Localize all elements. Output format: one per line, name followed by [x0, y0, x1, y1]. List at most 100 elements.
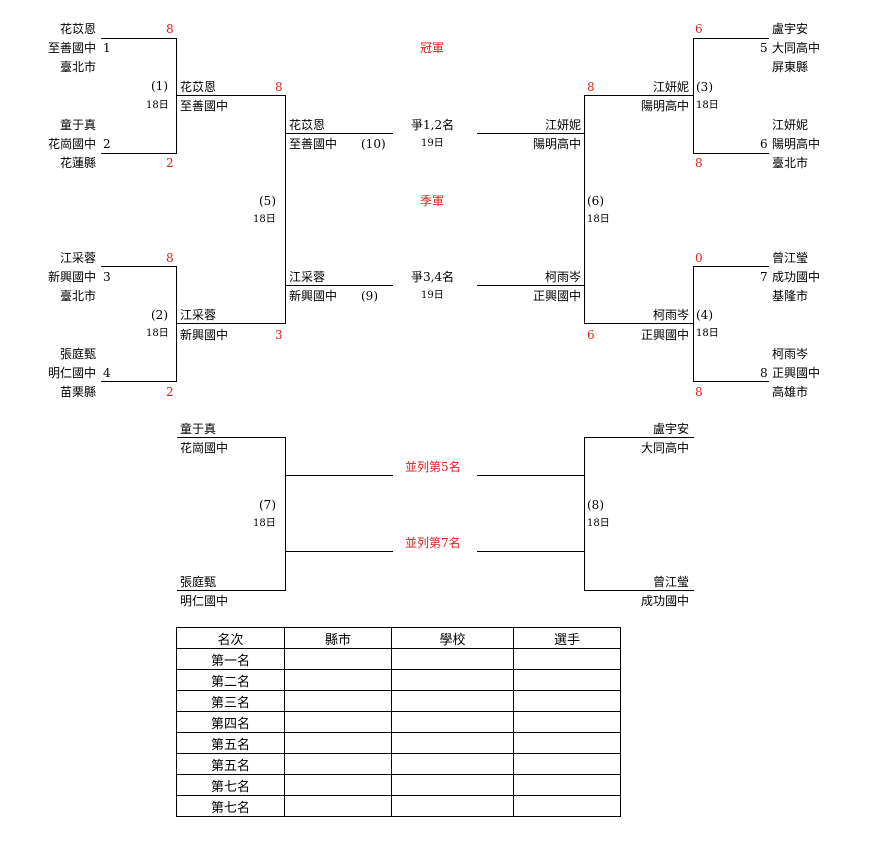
match-7-number: (7) — [259, 498, 276, 512]
school-cell[interactable] — [391, 753, 514, 775]
champion-label: 冠軍 — [420, 41, 445, 55]
player-cell[interactable] — [513, 774, 621, 796]
school-cell[interactable] — [391, 669, 514, 691]
match-4-date: 18日 — [696, 328, 719, 339]
player-cell[interactable] — [513, 795, 621, 817]
bracket-line — [286, 551, 393, 552]
school-cell[interactable] — [391, 774, 514, 796]
results-row: 第七名 — [176, 795, 621, 817]
m7-top-school: 花崗國中 — [180, 441, 229, 455]
city-cell[interactable] — [284, 774, 392, 796]
right-finalist-name: 江妍妮 — [544, 118, 581, 132]
match-1-number: (1) — [151, 79, 168, 93]
results-row: 第二名 — [176, 669, 621, 691]
bracket-line — [286, 475, 393, 476]
school-cell[interactable] — [391, 732, 514, 754]
player-8-school: 正興國中 — [772, 366, 821, 380]
school-cell[interactable] — [391, 795, 514, 817]
m6-score-bottom: 6 — [587, 328, 595, 342]
results-header-cell: 名次 — [176, 627, 285, 649]
m3-winner-school: 陽明高中 — [640, 99, 689, 113]
rank-cell: 第四名 — [176, 711, 285, 733]
city-cell[interactable] — [284, 690, 392, 712]
player-7-seed: 7 — [760, 270, 768, 284]
bracket-line — [693, 381, 769, 382]
bracket-line — [584, 437, 694, 438]
city-cell[interactable] — [284, 795, 392, 817]
school-cell[interactable] — [391, 690, 514, 712]
fifth-place-label: 並列第5名 — [405, 460, 461, 474]
results-row: 第五名 — [176, 753, 621, 775]
results-row: 第五名 — [176, 732, 621, 754]
player-cell[interactable] — [513, 648, 621, 670]
player-cell[interactable] — [513, 711, 621, 733]
rank-cell: 第五名 — [176, 732, 285, 754]
results-row: 第一名 — [176, 648, 621, 670]
player-3-name: 江采蓉 — [59, 251, 96, 265]
city-cell[interactable] — [284, 711, 392, 733]
bracket-line — [101, 38, 177, 39]
player-3-score: 8 — [166, 251, 174, 265]
rank-cell: 第五名 — [176, 753, 285, 775]
results-header-cell: 學校 — [391, 627, 514, 649]
player-5-school: 大同高中 — [772, 41, 821, 55]
city-cell[interactable] — [284, 669, 392, 691]
city-cell[interactable] — [284, 753, 392, 775]
match-2-date: 18日 — [146, 328, 169, 339]
match-2-number: (2) — [151, 308, 168, 322]
match-6-number: (6) — [587, 194, 604, 208]
player-2-seed: 2 — [103, 137, 111, 151]
m3-winner-name: 江妍妮 — [652, 80, 689, 94]
player-7-city: 基隆市 — [772, 289, 809, 303]
player-6-name: 江妍妮 — [772, 118, 809, 132]
right-finalist-school: 陽明高中 — [532, 137, 581, 151]
player-1-school: 至善國中 — [47, 41, 96, 55]
bracket-line — [286, 285, 393, 286]
results-header-cell: 縣市 — [284, 627, 392, 649]
player-5-name: 盧宇安 — [772, 22, 809, 36]
player-1-seed: 1 — [103, 41, 111, 55]
player-7-school: 成功國中 — [772, 270, 821, 284]
match-10-date: 19日 — [421, 138, 444, 149]
bracket-line — [177, 95, 286, 96]
bracket-line — [101, 153, 177, 154]
bracket-line — [177, 323, 286, 324]
player-2-score: 2 — [166, 156, 174, 170]
results-row: 第四名 — [176, 711, 621, 733]
player-1-name: 花苡恩 — [59, 22, 96, 36]
player-4-seed: 4 — [103, 366, 111, 380]
player-6-school: 陽明高中 — [772, 137, 821, 151]
bracket-line — [285, 437, 286, 591]
city-cell[interactable] — [284, 648, 392, 670]
player-cell[interactable] — [513, 690, 621, 712]
left-bronze-school: 新興國中 — [289, 289, 338, 303]
m7-top-name: 童于真 — [180, 422, 217, 436]
bracket-line — [693, 38, 694, 154]
bracket-line — [477, 285, 585, 286]
school-cell[interactable] — [391, 711, 514, 733]
bracket-line — [477, 475, 585, 476]
player-cell[interactable] — [513, 732, 621, 754]
bracket-line — [286, 133, 393, 134]
m4-winner-name: 柯雨岑 — [652, 308, 689, 322]
left-finalist-school: 至善國中 — [289, 137, 338, 151]
m8-bottom-name: 曾江瑩 — [652, 575, 689, 589]
player-cell[interactable] — [513, 753, 621, 775]
player-4-city: 苗栗縣 — [59, 385, 96, 399]
player-5-city: 屏東縣 — [772, 60, 809, 74]
results-table: 名次 縣市 學校 選手 第一名第二名第三名第四名第五名第五名第七名第七名 — [176, 627, 621, 817]
player-6-score: 8 — [695, 156, 703, 170]
match-3-number: (3) — [696, 80, 713, 94]
city-cell[interactable] — [284, 732, 392, 754]
bracket-line — [477, 551, 585, 552]
m5-score-top: 8 — [275, 80, 283, 94]
player-1-score: 8 — [166, 22, 174, 36]
results-row: 第七名 — [176, 774, 621, 796]
player-7-name: 曾江瑩 — [772, 251, 809, 265]
bracket-line — [177, 590, 286, 591]
player-cell[interactable] — [513, 669, 621, 691]
school-cell[interactable] — [391, 648, 514, 670]
player-8-name: 柯雨岑 — [772, 347, 809, 361]
player-1-city: 臺北市 — [59, 60, 96, 74]
bracket-line — [176, 38, 177, 154]
